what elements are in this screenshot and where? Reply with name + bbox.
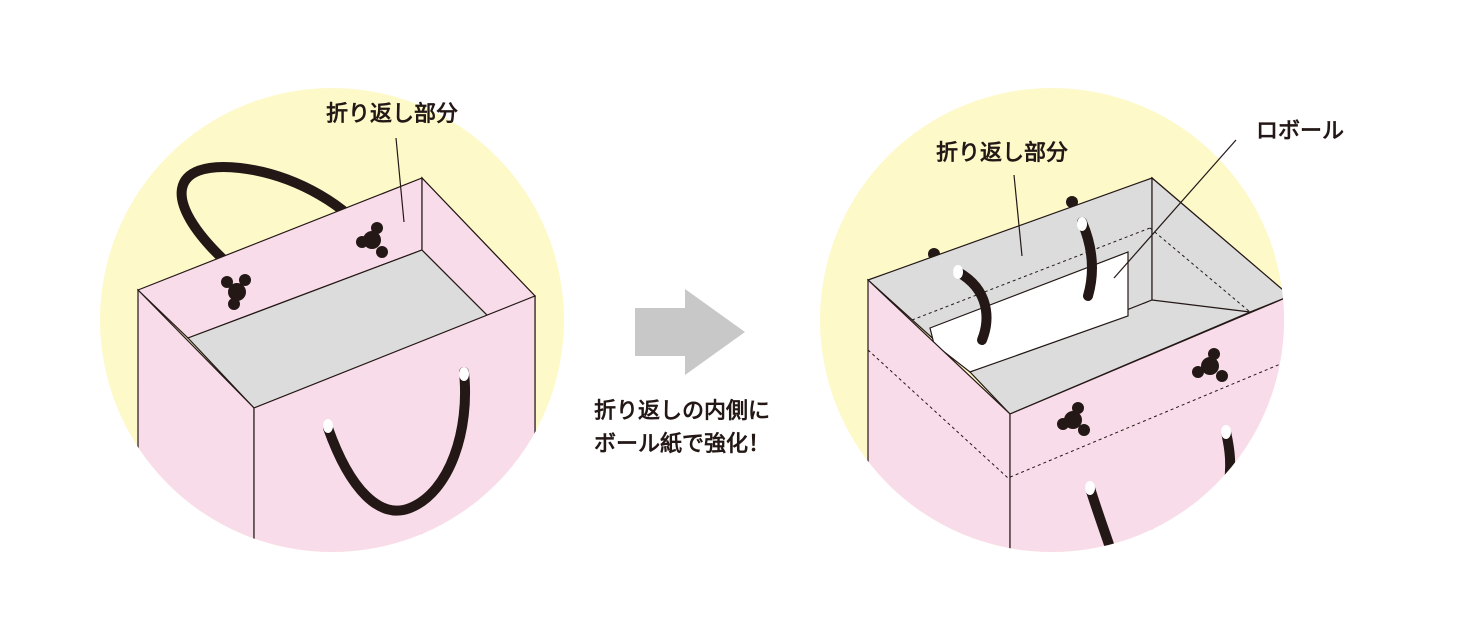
right-rope-knot-2	[1192, 348, 1228, 382]
right-board-label: ロボール	[1256, 119, 1344, 144]
right-rope-knot-1	[1057, 402, 1090, 436]
right-board-leader-line	[1113, 139, 1237, 279]
right-fold-dashed-line-back	[911, 227, 1151, 321]
caption-line-2: ボール紙で強化！	[594, 431, 770, 457]
right-front-handle-rope-2	[1221, 427, 1236, 495]
right-fold-leader-line	[1013, 174, 1023, 257]
left-bag-front-panel-main	[253, 295, 536, 552]
right-inner-handle-rope-1	[953, 267, 992, 345]
left-back-handle-rope	[176, 162, 373, 267]
left-rope-knot-1	[221, 274, 251, 310]
caption-line-1: 折り返しの内側に	[594, 399, 770, 424]
right-inner-handle-rope-2	[1077, 217, 1097, 301]
right-fold-label: 折り返し部分	[936, 140, 1068, 166]
right-fold-dashed-line-side	[1149, 227, 1251, 313]
right-bag-illustration: 折り返し部分 ロボール	[820, 88, 1344, 552]
left-bag-illustration: 折り返し部分	[100, 88, 564, 552]
left-front-handle-rope	[323, 367, 470, 516]
left-fold-label: 折り返し部分	[326, 101, 458, 127]
left-label-leader-line	[395, 137, 405, 223]
right-arrow-icon	[635, 289, 745, 375]
right-front-handle-rope	[1085, 483, 1119, 552]
left-rope-knot-2	[356, 222, 388, 258]
